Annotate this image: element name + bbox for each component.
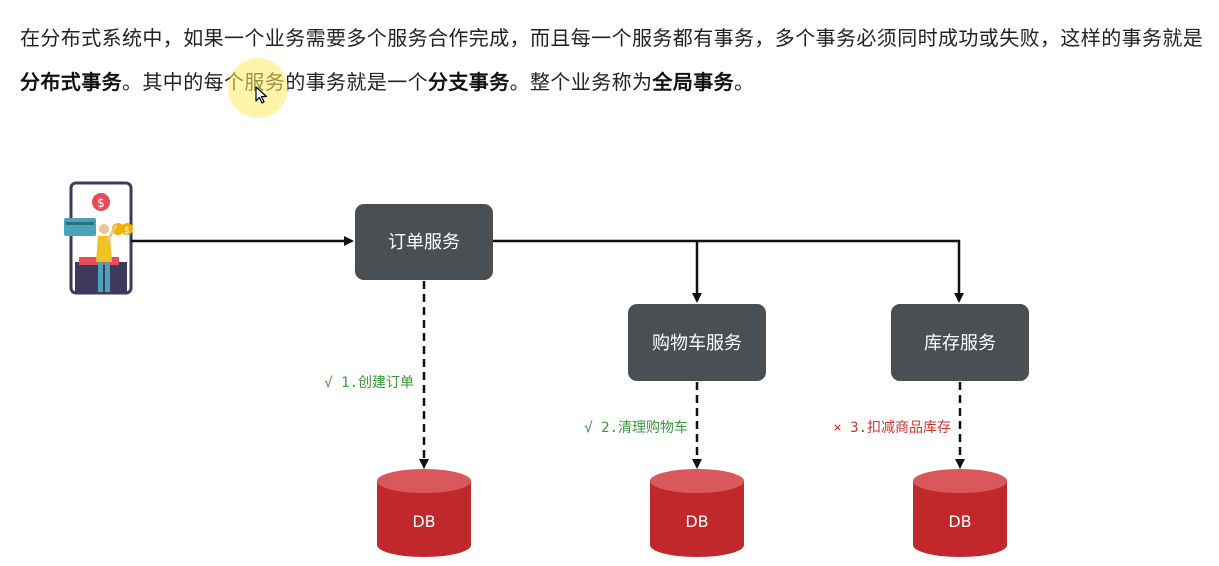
- stock-db-cylinder: DB: [913, 469, 1007, 557]
- stock-db-label: DB: [948, 512, 971, 531]
- svg-text:$: $: [124, 226, 130, 236]
- intro-text-4: 。: [734, 70, 755, 94]
- order-service-label: 订单服务: [388, 232, 460, 253]
- cursor-highlight: [228, 58, 288, 118]
- order-db-label: DB: [412, 512, 435, 531]
- term-distributed-transaction: 分布式事务: [20, 70, 122, 94]
- stock-service-label: 库存服务: [924, 333, 996, 354]
- cart-db-label: DB: [685, 512, 708, 531]
- order-db-cylinder: DB: [377, 469, 471, 557]
- step-create-order: √ 1.创建订单: [324, 375, 414, 391]
- cart-service-box: 购物车服务: [628, 304, 766, 381]
- step-clear-cart: √ 2.清理购物车: [584, 419, 688, 436]
- svg-text:$: $: [97, 196, 105, 210]
- intro-text-3: 。整个业务称为: [509, 70, 653, 94]
- cart-db-cylinder: DB: [650, 469, 744, 557]
- order-service-box: 订单服务: [355, 204, 493, 280]
- term-global-transaction: 全局事务: [652, 70, 735, 94]
- intro-paragraph: 在分布式系统中，如果一个业务需要多个服务合作完成，而且每一个服务都有事务，多个事…: [20, 16, 1210, 104]
- dollar-coin-icon: [92, 193, 110, 211]
- mobile-payment-icon: $ $: [64, 181, 133, 295]
- mouse-cursor-icon: [255, 86, 268, 104]
- intro-text-1: 在分布式系统中，如果一个业务需要多个服务合作完成，而且每一个服务都有事务，多个事…: [20, 26, 1204, 50]
- stock-service-box: 库存服务: [891, 304, 1029, 381]
- step-deduct-stock: × 3.扣减商品库存: [833, 420, 951, 436]
- term-branch-transaction: 分支事务: [428, 70, 510, 94]
- arrow-order-to-stock: [493, 239, 964, 303]
- cart-service-label: 购物车服务: [652, 333, 742, 354]
